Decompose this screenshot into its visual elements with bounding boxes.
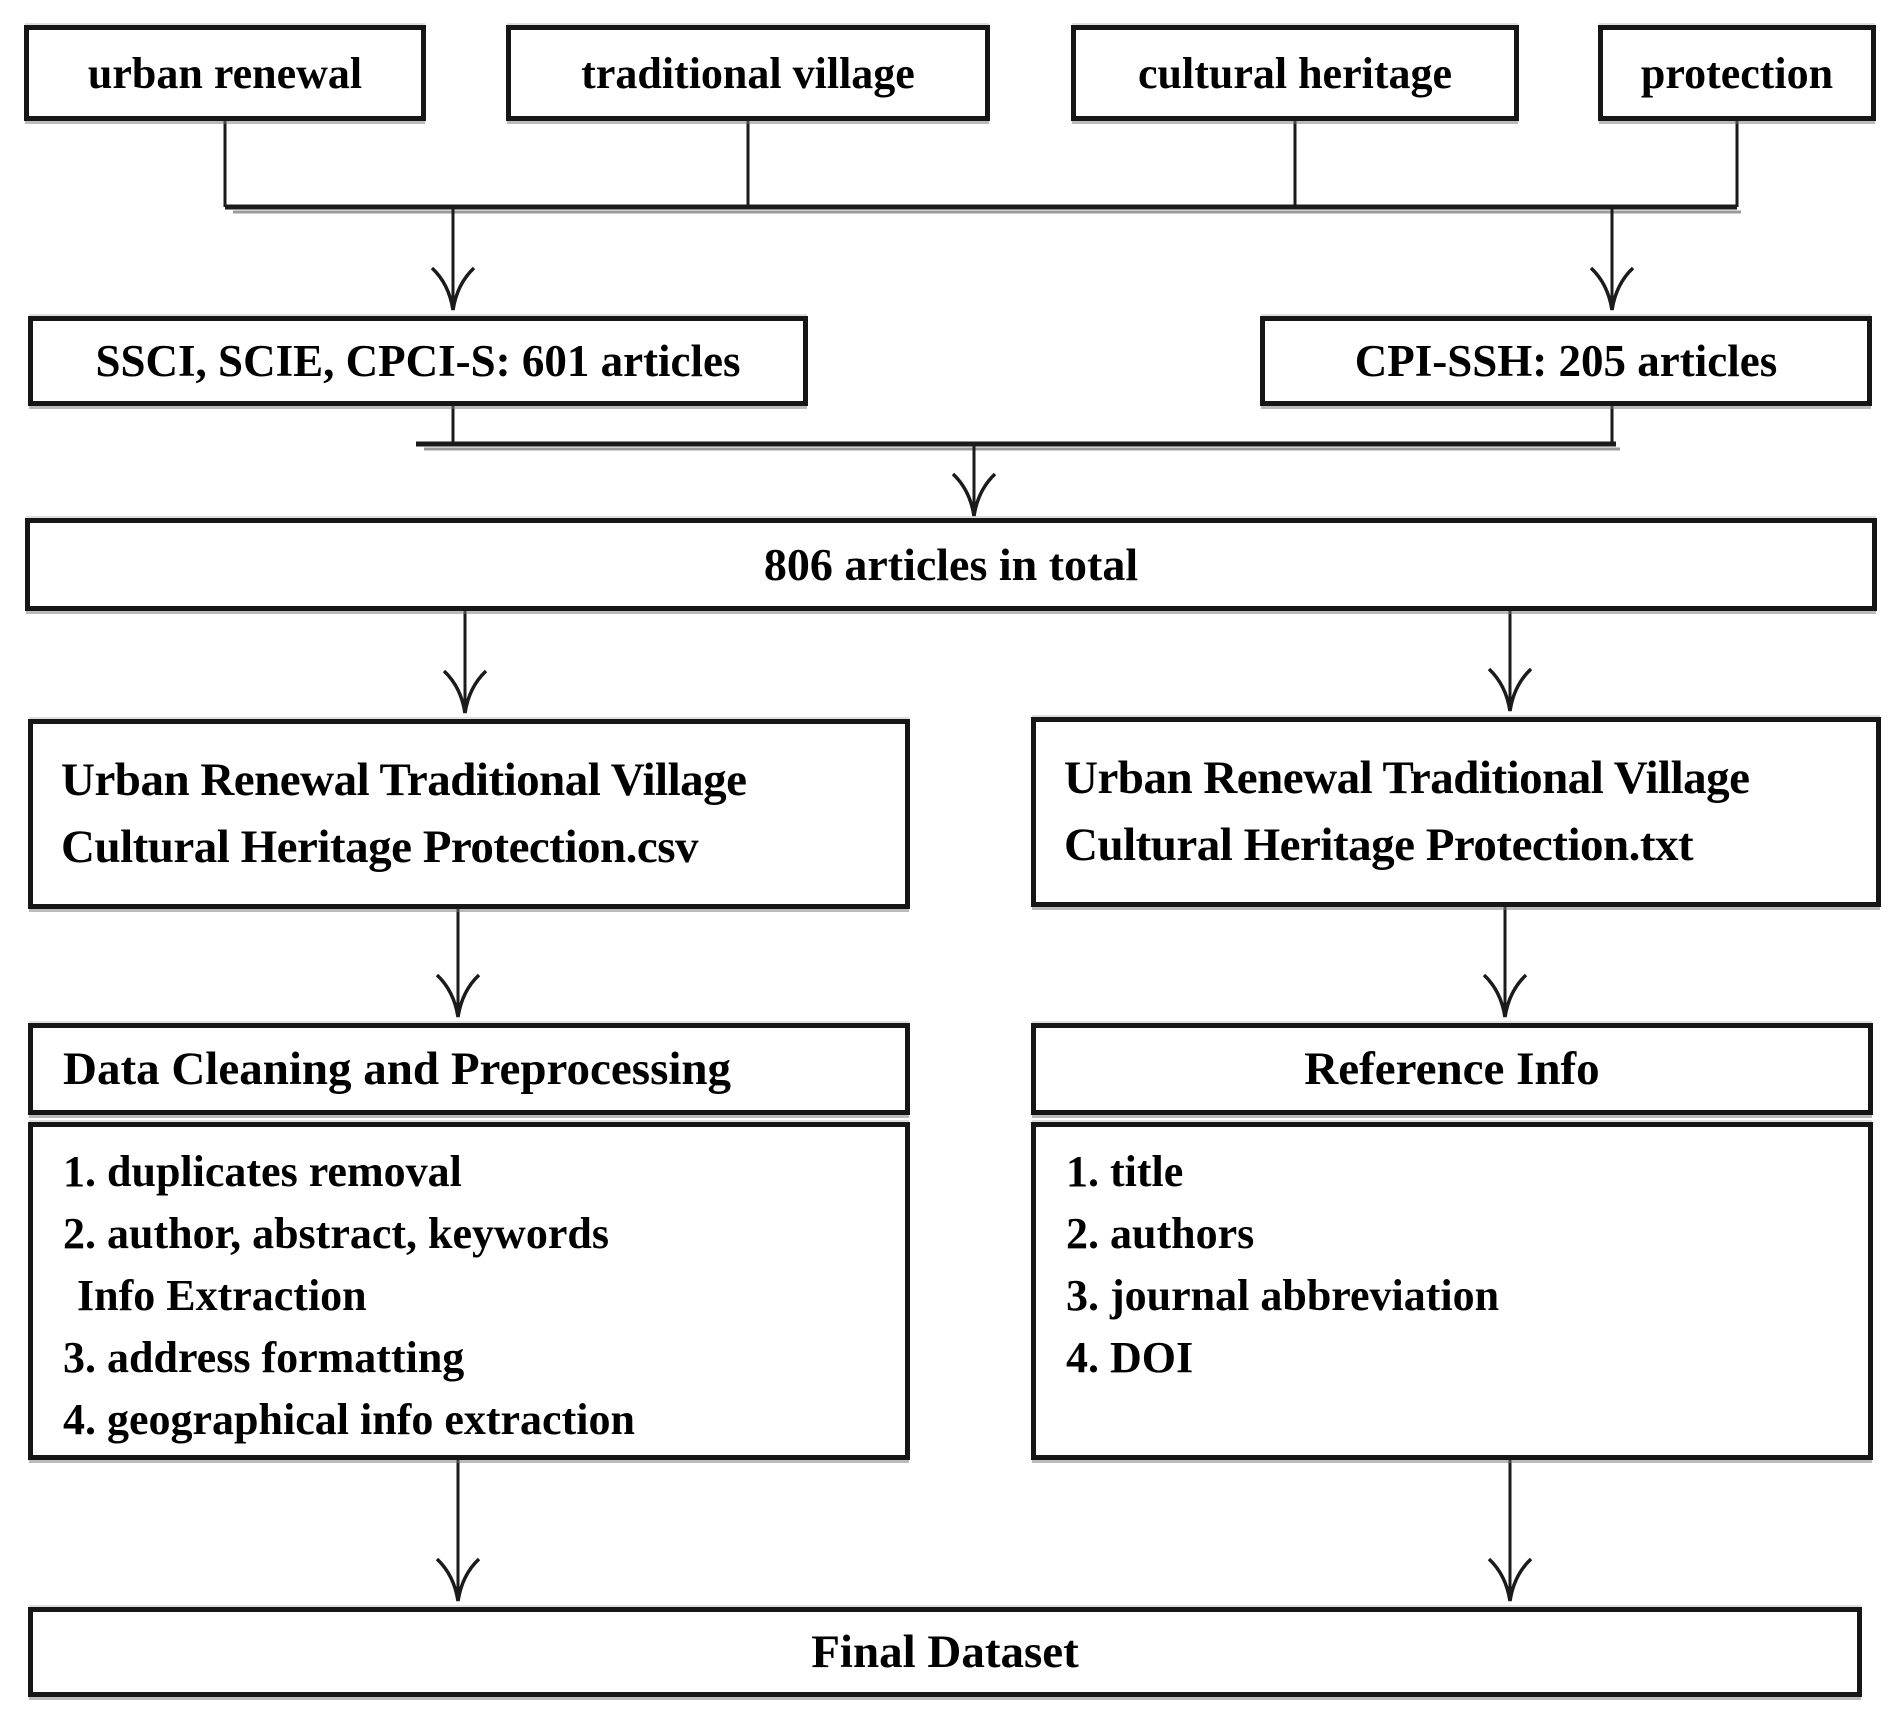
top-bus-line	[225, 204, 1741, 214]
keyword-label: protection	[1640, 48, 1834, 98]
arrow-to-txt-box	[1487, 611, 1533, 712]
arrow-reference-to-final	[1487, 1460, 1533, 1602]
list-item: 2. authors	[1066, 1209, 1255, 1258]
reference-info-list: 1. title 2. authors 3. journal abbreviat…	[1031, 1122, 1873, 1460]
reference-info-header: Reference Info	[1031, 1023, 1873, 1115]
csv-file-box: Urban Renewal Traditional Village Cultur…	[28, 719, 910, 909]
final-dataset-label: Final Dataset	[811, 1626, 1079, 1678]
data-cleaning-list: 1. duplicates removal 2. author, abstrac…	[28, 1122, 910, 1460]
total-articles-label: 806 articles in total	[763, 539, 1139, 590]
cpi-ssh-articles-label: CPI-SSH: 205 articles	[1354, 336, 1778, 386]
arrow-cleaning-to-final	[435, 1460, 481, 1602]
list-item: 2. author, abstract, keywords	[63, 1209, 609, 1258]
list-item: 3. journal abbreviation	[1066, 1271, 1500, 1320]
arrow-to-total-box	[951, 444, 997, 517]
total-articles-box: 806 articles in total	[25, 518, 1877, 611]
list-item: 3. address formatting	[63, 1333, 465, 1382]
list-item: 4. geographical info extraction	[63, 1395, 635, 1444]
keyword-box-urban-renewal: urban renewal	[24, 25, 426, 121]
list-item: 4. DOI	[1066, 1333, 1194, 1382]
keyword-box-traditional-village: traditional village	[506, 25, 990, 121]
csv-file-line2: Cultural Heritage Protection.csv	[61, 821, 699, 873]
merge-stub-lines	[451, 406, 1614, 444]
csv-file-line1: Urban Renewal Traditional Village	[61, 754, 747, 807]
list-item: 1. duplicates removal	[63, 1147, 462, 1196]
wos-articles-box: SSCI, SCIE, CPCI-S: 601 articles	[28, 316, 808, 406]
arrow-to-csv-box	[442, 611, 488, 714]
final-dataset-box: Final Dataset	[28, 1607, 1862, 1697]
keyword-label: cultural heritage	[1137, 48, 1453, 98]
txt-file-line1: Urban Renewal Traditional Village	[1064, 752, 1750, 805]
reference-info-title: Reference Info	[1304, 1043, 1600, 1095]
data-cleaning-title: Data Cleaning and Preprocessing	[63, 1043, 732, 1095]
keyword-label: traditional village	[581, 48, 915, 98]
arrow-to-reference-box	[1482, 907, 1528, 1018]
arrow-to-cpi-box	[1589, 207, 1635, 311]
cpi-ssh-articles-box: CPI-SSH: 205 articles	[1260, 316, 1872, 406]
keyword-box-protection: protection	[1598, 25, 1876, 121]
list-item-continuation: Info Extraction	[77, 1271, 367, 1320]
txt-file-box: Urban Renewal Traditional Village Cultur…	[1031, 717, 1881, 907]
keyword-label: urban renewal	[87, 48, 363, 98]
merge-bus-line	[416, 441, 1620, 451]
txt-file-line2: Cultural Heritage Protection.txt	[1064, 819, 1694, 871]
list-item: 1. title	[1066, 1147, 1184, 1196]
wos-articles-label: SSCI, SCIE, CPCI-S: 601 articles	[95, 336, 741, 386]
arrow-to-wos-box	[430, 207, 476, 311]
arrow-to-cleaning-box	[435, 909, 481, 1018]
keyword-box-cultural-heritage: cultural heritage	[1071, 25, 1519, 121]
keyword-stub-lines	[223, 119, 1739, 207]
data-cleaning-header: Data Cleaning and Preprocessing	[28, 1023, 910, 1115]
